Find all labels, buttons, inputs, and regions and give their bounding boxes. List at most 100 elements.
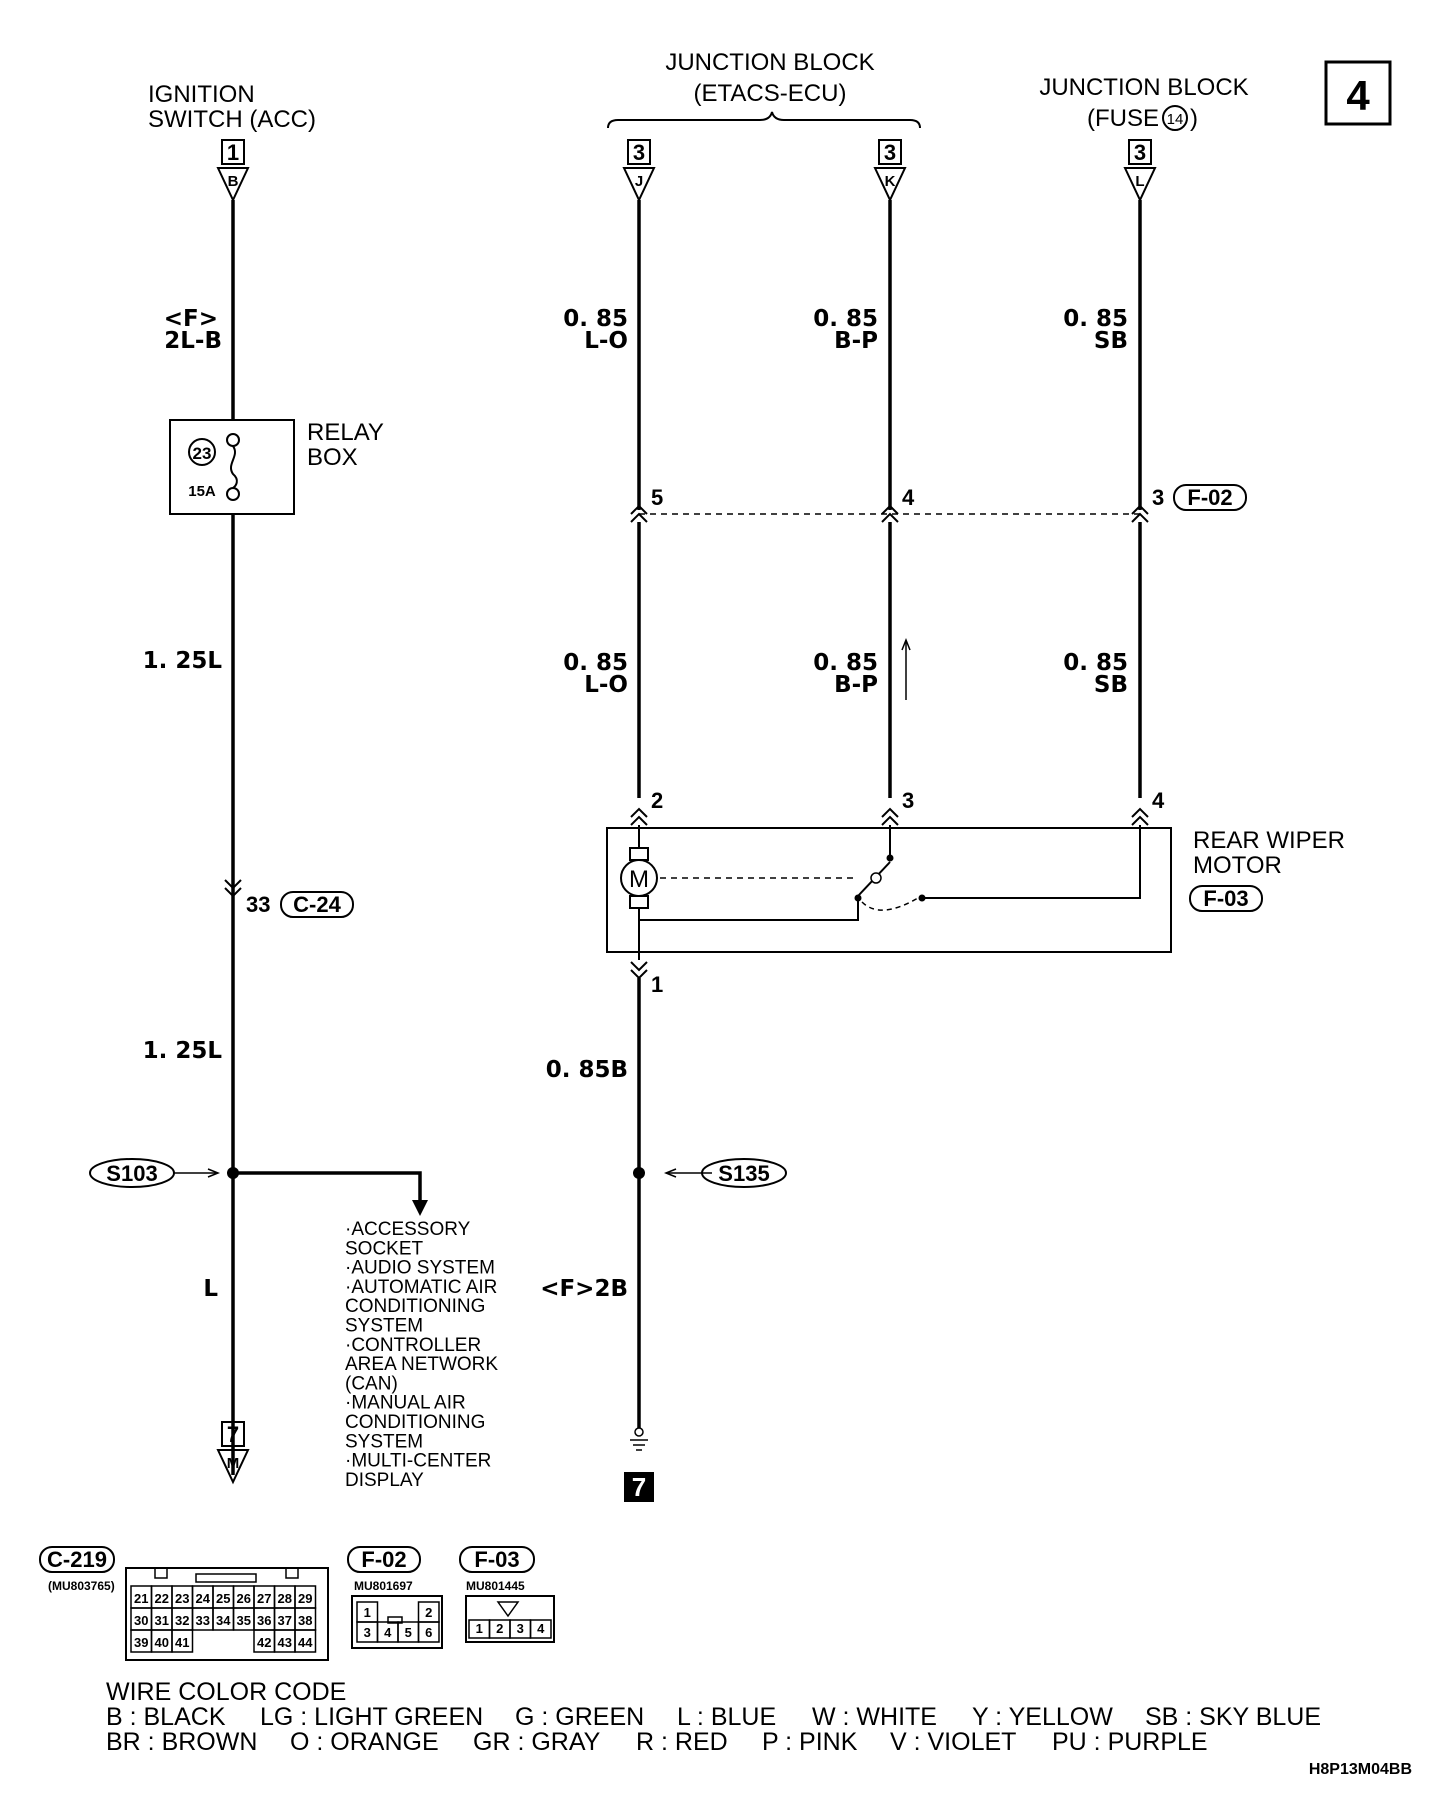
f02-view-tag xyxy=(347,1546,421,1573)
f02-housing xyxy=(351,1595,443,1649)
f02-pin-k: 4 xyxy=(902,485,915,510)
c219-cavity-label: 23 xyxy=(175,1591,189,1606)
motor-pin3-symbol xyxy=(881,807,899,826)
page-number-box: 4 xyxy=(1324,60,1392,126)
diagram-code: H8P13M04BB xyxy=(1309,1761,1412,1778)
bottom-terminal xyxy=(216,1449,250,1485)
motor-ground-link xyxy=(639,898,859,921)
f03-cavity-label: 3 xyxy=(517,1621,524,1636)
f02-part-number: MU801697 xyxy=(354,1579,413,1593)
fuse-terminal-bottom xyxy=(226,487,240,501)
branch-list-item: DISPLAY xyxy=(345,1470,424,1491)
wire-color-code-entry: V : VIOLET xyxy=(890,1728,1016,1756)
f03-cavity-label: 2 xyxy=(496,1621,503,1636)
f02-k-symbol xyxy=(881,504,899,523)
c219-housing xyxy=(125,1567,329,1661)
c219-lock-left xyxy=(154,1567,168,1579)
motor-pin-4: 4 xyxy=(1152,788,1165,813)
s135-tag xyxy=(701,1158,787,1188)
wire-j-top-color: L-O xyxy=(584,328,628,354)
branch-list-item: ·CONTROLLER xyxy=(345,1335,481,1356)
etacs-j-terminal xyxy=(622,167,656,203)
junction-fuse-label-prefix: (FUSE xyxy=(1087,105,1159,132)
f02-key xyxy=(387,1616,403,1624)
c219-cavity-label: 42 xyxy=(257,1635,271,1650)
f03-housing xyxy=(465,1595,555,1643)
c219-cavity-label: 41 xyxy=(175,1635,189,1650)
bottom-box-number: 7 xyxy=(227,1422,239,1447)
c219-cavity-label: 29 xyxy=(298,1591,312,1606)
c219-cavity-label: 43 xyxy=(278,1635,292,1650)
left-wire-low-label: 1. 25L xyxy=(143,1038,223,1064)
page-number: 4 xyxy=(1346,72,1370,119)
ignition-box-number: 1 xyxy=(227,140,239,165)
wire-k-mid-color: B-P xyxy=(834,672,878,698)
fuse-l-pin: L xyxy=(1135,173,1144,190)
wire-l-top-size: 0. 85 xyxy=(1063,306,1128,332)
c219-cavity-label: 35 xyxy=(237,1613,251,1628)
c219-cavity-label: 27 xyxy=(257,1591,271,1606)
f02-pin-j: 5 xyxy=(651,485,663,510)
c219-cavity xyxy=(294,1629,317,1653)
wire-k-top-size: 0. 85 xyxy=(813,306,878,332)
wire-color-code-entry: BR : BROWN xyxy=(106,1728,257,1756)
wire-k-mid-size: 0. 85 xyxy=(813,650,878,676)
motor-pin-1: 1 xyxy=(651,972,663,997)
c219-cavity-label: 24 xyxy=(196,1591,211,1606)
c219-cavity-label: 33 xyxy=(196,1613,210,1628)
branch-list-item: SOCKET xyxy=(345,1238,424,1259)
relay-box-label-1: RELAY xyxy=(307,419,384,446)
c219-cavity-label: 31 xyxy=(155,1613,169,1628)
c219-cavity-label: 30 xyxy=(134,1613,148,1628)
motor-brush-bottom xyxy=(629,895,649,909)
c219-cavity-label: 22 xyxy=(155,1591,169,1606)
f03-cavity-label: 4 xyxy=(537,1621,545,1636)
c24-tag xyxy=(280,891,354,918)
c219-cavity-label: 40 xyxy=(155,1635,169,1650)
junction-etacs-label-2: (ETACS-ECU) xyxy=(694,80,847,107)
etacs-k-terminal xyxy=(873,167,907,203)
s103-name: S103 xyxy=(106,1161,157,1186)
wire-color-code-entry: R : RED xyxy=(636,1728,728,1756)
relay-fuse-rating: 15A xyxy=(188,483,216,500)
switch-pivot xyxy=(854,894,862,902)
left-wire-top-label-2: 2L-B xyxy=(164,328,222,354)
f03-key xyxy=(496,1601,520,1618)
f02-cavity xyxy=(417,1621,440,1643)
bottom-pin: M xyxy=(227,1455,240,1472)
ignition-pin: B xyxy=(228,173,239,190)
motor-pin2-symbol xyxy=(630,807,648,826)
c219-cavity-label: 39 xyxy=(134,1635,148,1650)
wire-j-mid-size: 0. 85 xyxy=(563,650,628,676)
etacs-k-pin: K xyxy=(885,173,896,190)
f02-cavity-label: 5 xyxy=(405,1625,412,1640)
fuse-number-circle xyxy=(1162,105,1188,131)
f03-cavity-label: 1 xyxy=(476,1621,483,1636)
wire-color-code-entry: O : ORANGE xyxy=(290,1728,439,1756)
wire-color-code-entry: G : GREEN xyxy=(515,1703,644,1731)
wire-color-code-entry: P : PINK xyxy=(762,1728,858,1756)
f02-cavity-label: 3 xyxy=(364,1625,371,1640)
wire-color-code-entry: LG : LIGHT GREEN xyxy=(260,1703,483,1731)
f03-part-number: MU801445 xyxy=(466,1579,525,1593)
motor-pin1-symbol xyxy=(630,961,648,980)
current-flow-arrow-head xyxy=(901,637,911,651)
f02-j-symbol xyxy=(630,504,648,523)
f02-cavity-label: 2 xyxy=(425,1605,432,1620)
wire-color-code-entry: Y : YELLOW xyxy=(972,1703,1113,1731)
s103-pointer-head xyxy=(207,1168,221,1178)
branch-list-item: CONDITIONING xyxy=(345,1412,485,1433)
wire-l-mid-color: SB xyxy=(1094,672,1128,698)
c219-cavity-label: 34 xyxy=(216,1613,231,1628)
c219-cavity-label: 36 xyxy=(257,1613,271,1628)
fuse-l-box-number: 3 xyxy=(1134,140,1146,165)
branch-list-item: ·AUDIO SYSTEM xyxy=(345,1258,495,1279)
bottom-box xyxy=(221,1421,245,1447)
wire-j-top-size: 0. 85 xyxy=(563,306,628,332)
c219-name: C-219 xyxy=(47,1547,107,1572)
